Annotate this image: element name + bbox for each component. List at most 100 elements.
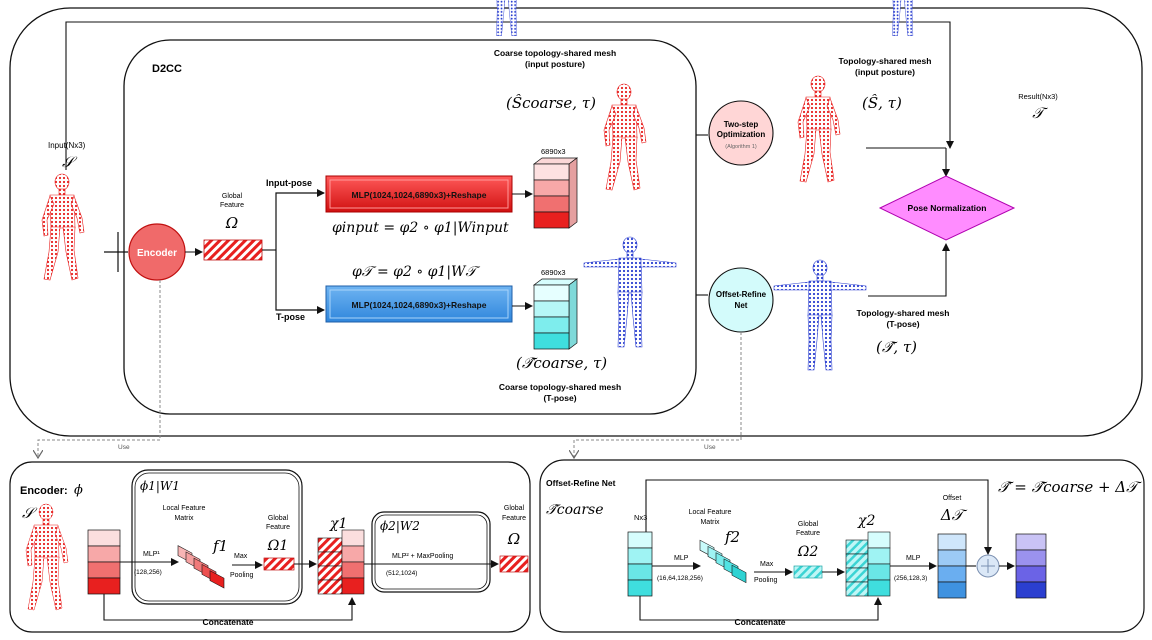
global-feature-out-label-1: Global	[504, 505, 525, 512]
offset-local-feature-1: Local Feature	[689, 509, 732, 516]
coarse-input-title-2: (input posture)	[525, 59, 585, 69]
offset-refine-label-2: Net	[735, 301, 748, 310]
omega-out-symbol: Ω	[507, 530, 520, 548]
encoder-panel-frame	[9, 461, 531, 633]
offset-skip-line	[645, 479, 992, 555]
encoder-concat-label: Concatenate	[202, 617, 253, 627]
offset-label: Offset	[943, 495, 962, 502]
coarse-input-title-1: Coarse topology-shared mesh	[494, 48, 616, 58]
encoder-s-symbol: 𝒮	[22, 504, 38, 522]
omega2-vector	[793, 565, 823, 579]
coarse-input-tensor	[532, 157, 579, 229]
phi-input-equation: φinput = φ2 ∘ φ1|Winput	[332, 220, 509, 236]
global-feature1-label-2: Feature	[266, 524, 290, 531]
omega-out-vector	[499, 555, 529, 573]
f1-symbol: f1	[212, 537, 228, 555]
offset-max-pooling-2: Pooling	[754, 577, 777, 584]
global-feature-label-1: Global	[222, 193, 243, 200]
mlp-t-block	[325, 285, 513, 323]
use-link-encoder	[38, 280, 161, 458]
offset-max-pooling-1: Max	[760, 561, 774, 568]
offset-concat-label: Concatenate	[734, 617, 785, 627]
t-pose-branch	[275, 250, 325, 314]
global-feature-label-2: Feature	[220, 202, 244, 209]
chi2-tensor	[845, 531, 891, 597]
two-step-label-1: Two-step	[724, 120, 759, 129]
mlp2-label: MLP² + MaxPooling	[392, 553, 453, 560]
phi2-block-frame	[371, 511, 491, 593]
two-step-label-2: Optimization	[717, 130, 766, 139]
offset-local-feature-2: Matrix	[700, 519, 720, 526]
phi1-block-frame	[131, 469, 303, 605]
mlp-input-block	[325, 175, 513, 213]
offset-input-figure	[467, 0, 547, 37]
max-pooling-label-1: Max	[234, 553, 248, 560]
global-feature-out-label-2: Feature	[502, 515, 526, 522]
size-label-t: 6890x3	[541, 268, 566, 277]
offset-output-tensor	[1015, 533, 1047, 599]
algorithm-label: (Algorithm 1)	[725, 144, 757, 150]
coarse-t-tensor	[532, 278, 579, 350]
ts-input-title-1: Topology-shared mesh	[839, 56, 932, 66]
f2-feature-matrix	[699, 539, 747, 584]
result-label: Result(Nx3)	[1018, 92, 1058, 101]
mlp-input-label: MLP(1024,1024,6890x3)+Reshape	[352, 190, 487, 200]
phi1-label: ϕ1|W1	[140, 479, 180, 493]
nx3-label: Nx3	[634, 513, 647, 522]
top-panel-frame	[9, 7, 1143, 437]
offset-input-tensor	[627, 531, 653, 597]
offset-t-coarse: 𝒯̂coarse	[546, 502, 604, 518]
offset-output-figure	[863, 0, 943, 37]
offset-mlp-dims: (16,64,128,256)	[657, 575, 703, 582]
offset-delta-tensor	[937, 533, 967, 599]
encoder-panel-phi: ϕ	[74, 483, 83, 498]
t-pose-label: T-pose	[276, 312, 305, 322]
omega1-vector	[263, 557, 295, 571]
coarse-t-title-2: (T-pose)	[543, 393, 576, 403]
coarse-t-symbol: (𝒯̂coarse, τ)	[516, 354, 607, 372]
phi-t-equation: φ𝒯 = φ2 ∘ φ1|W𝒯	[352, 264, 480, 280]
coarse-input-symbol: (Ŝcoarse, τ)	[506, 94, 596, 112]
mlp-t-label: MLP(1024,1024,6890x3)+Reshape	[352, 300, 487, 310]
d2cc-label: D2CC	[152, 63, 182, 75]
mlp1-label: MLP¹	[143, 551, 160, 558]
offset-mlp2-dims: (256,128,3)	[894, 575, 927, 582]
result-symbol: 𝒯	[1032, 104, 1048, 122]
ts-input-title-2: (input posture)	[855, 67, 915, 77]
size-label-input: 6890x3	[541, 147, 566, 156]
delta-t-symbol: Δ𝒯	[940, 506, 968, 524]
offset-global-feature-1: Global	[798, 521, 819, 528]
d2cc-frame	[123, 39, 697, 415]
chi2-symbol: χ2	[857, 513, 875, 529]
offset-refine-label-1: Offset-Refine	[716, 290, 767, 299]
local-feature-label-2: Matrix	[174, 515, 194, 522]
pose-normalization-label: Pose Normalization	[908, 203, 987, 213]
coarse-t-mesh-figure	[583, 236, 677, 348]
max-pooling-label-2: Pooling	[230, 572, 253, 579]
use-link-offset	[574, 332, 742, 458]
phi2-label: ϕ2|W2	[380, 519, 420, 533]
encoder-panel-title: Encoder:	[20, 485, 68, 497]
input-pose-label: Input-pose	[266, 178, 312, 188]
ts-t-symbol: (𝒯̂, τ)	[876, 338, 917, 356]
offset-global-feature-2: Feature	[796, 530, 820, 537]
offset-panel-frame	[539, 459, 1145, 633]
omega2-symbol: Ω2	[797, 544, 819, 560]
ts-t-title-1: Topology-shared mesh	[857, 308, 950, 318]
f2-symbol: f2	[724, 528, 740, 546]
global-feature-vector	[203, 239, 263, 261]
ts-input-mesh-figure	[797, 75, 841, 183]
two-step-optimization-node	[708, 100, 774, 166]
coarse-input-mesh-figure	[603, 83, 647, 191]
chi1-symbol: χ1	[329, 516, 347, 532]
input-mesh-figure	[41, 173, 85, 281]
mlp2-dims: (512,1024)	[386, 570, 417, 577]
offset-panel-title: Offset-Refine Net	[546, 478, 616, 488]
encoder-concat-line	[103, 594, 356, 621]
ts-t-mesh-figure	[773, 259, 867, 371]
local-feature-label-1: Local Feature	[163, 505, 206, 512]
global-feature1-label-1: Global	[268, 515, 289, 522]
offset-equation: 𝒯̂ = 𝒯̂coarse + Δ𝒯	[998, 478, 1142, 496]
input-symbol: 𝒮	[62, 153, 78, 171]
